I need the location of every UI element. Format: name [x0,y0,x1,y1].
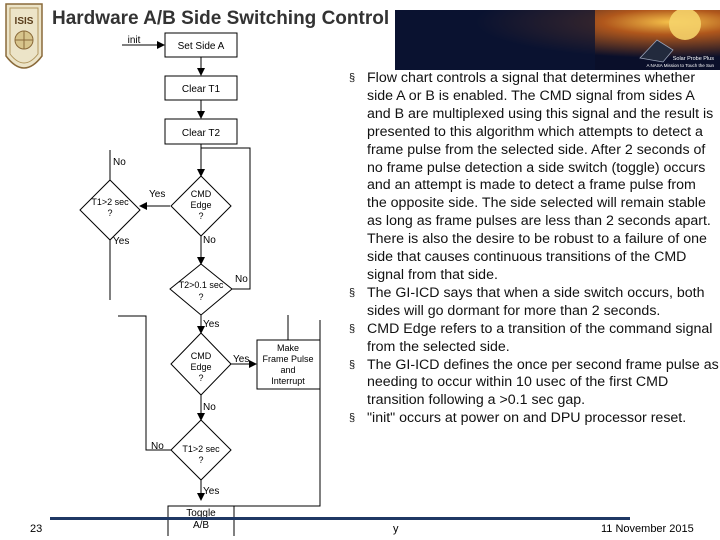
d5-line2: ? [198,455,203,465]
clear-t1-label: Clear T1 [182,84,221,95]
toggle-line2: A/B [193,520,209,531]
bullet-item: § The GI-ICD says that when a side switch… [347,285,719,321]
d3-yes-label: Yes [203,319,219,330]
bullet-marker-icon: § [349,286,356,299]
footer-date: 11 November 2015 [601,523,694,535]
bullet-text: Flow chart controls a signal that determ… [367,70,714,283]
clear-t2-box [164,118,238,145]
bullet-item: § Flow chart controls a signal that deter… [347,70,719,285]
bullet-marker-icon: § [349,72,356,84]
d2-line1: CMD [191,189,212,199]
bullet-marker-icon: § [349,358,356,371]
bullet-marker-icon: § [349,412,356,425]
clear-t2-label: Clear T2 [182,128,221,139]
d1-yes-label: Yes [113,236,129,247]
d1-no-label: No [113,157,126,168]
d5-no-label: No [151,441,164,452]
solar-probe-banner-icon: Solar Probe Plus A NASA Mission to Touch… [395,10,720,70]
banner-line2: A NASA Mission to Touch the Sun [647,63,715,68]
make-pulse-line2: Frame Pulse [262,354,313,364]
decision-cmd-edge-b [170,332,232,396]
d2-no-label: No [203,235,216,246]
logo-text: ISIS [15,16,34,27]
make-pulse-line3: and [280,365,295,375]
page-number: 23 [30,523,43,535]
set-side-a-label: Set Side A [178,41,225,52]
d3-line2: ? [198,292,203,302]
decision-t1-a [79,179,141,241]
d2-line2: Edge [190,200,211,210]
make-pulse-line1: Make [277,343,299,353]
d4-yes-label: Yes [233,354,249,365]
bullet-text: CMD Edge refers to a transition of the c… [367,320,713,355]
decision-cmd-edge-a [170,175,232,237]
d4-line1: CMD [191,351,212,361]
d3-line1: T2>0.1 sec [179,280,224,290]
d3-no-label: No [235,274,248,285]
d5-yes-label: Yes [203,486,219,497]
decision-t1-b [170,419,232,481]
bullet-text: "init" occurs at power on and DPU proces… [367,410,687,427]
bullet-text: The GI-ICD says that when a side switch … [367,284,705,319]
banner-line1: Solar Probe Plus [673,56,715,62]
d4-line2: Edge [190,362,211,372]
bullet-text: The GI-ICD defines the once per second f… [367,356,719,409]
d1-line2: ? [107,208,112,218]
footer-text-fragment: y [393,523,399,535]
d1-line1: T1>2 sec [91,197,129,207]
bullet-list: § Flow chart controls a signal that deter… [347,70,719,428]
set-side-a-box [164,32,238,58]
isis-logo-icon: ISIS [5,3,43,69]
make-frame-pulse-box [256,339,321,390]
bullet-item: § The GI-ICD defines the once per second … [347,357,719,411]
make-pulse-line4: Interrupt [271,376,305,386]
footer-rule [50,517,630,520]
d4-no-label: No [203,402,216,413]
toggle-line1: Toggle [186,508,216,519]
decision-t2 [169,263,233,316]
bullet-item: § CMD Edge refers to a transition of the … [347,321,719,357]
clear-t1-box [164,75,238,101]
d4-line3: ? [198,373,203,383]
d2-line3: ? [198,211,203,221]
d2-yes-label: Yes [149,189,165,200]
init-label: init [128,35,141,46]
d5-line1: T1>2 sec [182,444,220,454]
page-title: Hardware A/B Side Switching Control Flow [52,8,438,29]
bullet-item: § "init" occurs at power on and DPU proce… [347,410,719,428]
bullet-marker-icon: § [349,322,356,335]
